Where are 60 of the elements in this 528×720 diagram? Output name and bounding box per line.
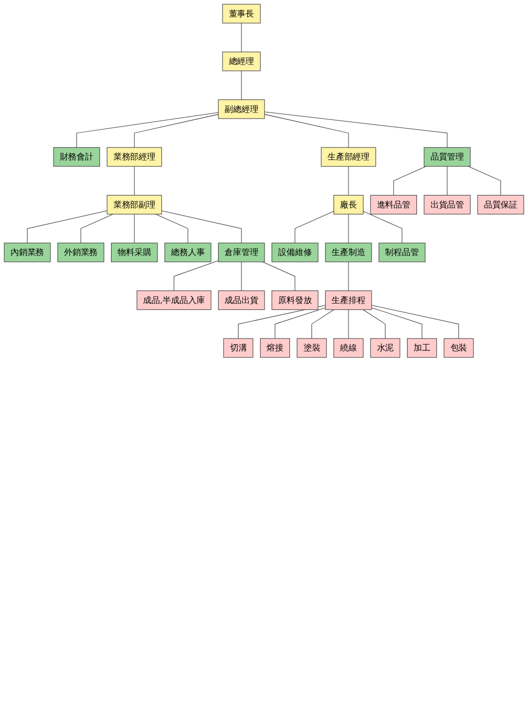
connector xyxy=(161,210,242,244)
node-box: 物料采購 xyxy=(111,242,158,262)
connector xyxy=(262,262,296,292)
node-box: 加工 xyxy=(407,338,437,358)
connector xyxy=(274,307,326,339)
connector xyxy=(80,214,114,244)
connector xyxy=(241,70,242,100)
node-box: 財務會計 xyxy=(53,147,100,167)
connector xyxy=(174,260,219,292)
connector xyxy=(371,304,459,339)
node-box: 內銷業務 xyxy=(4,242,51,262)
connector xyxy=(134,114,219,148)
connector xyxy=(264,114,349,148)
node-box: 業務部副理 xyxy=(106,194,162,214)
connector xyxy=(348,309,349,339)
connector xyxy=(446,166,448,196)
node-box: 廠長 xyxy=(334,194,364,214)
connector xyxy=(294,210,334,244)
node-box: 成品,半成品入庫 xyxy=(136,290,212,310)
node-box: 品質管理 xyxy=(424,147,471,167)
connector xyxy=(76,112,219,148)
node-box: 出貨品管 xyxy=(424,194,471,214)
node-box: 切溝 xyxy=(223,338,254,358)
node-box: 總務人事 xyxy=(164,242,212,262)
node-box: 倉庫管理 xyxy=(218,242,265,262)
node-box: 熔接 xyxy=(260,338,290,358)
connector xyxy=(264,112,448,148)
node-box: 生產排程 xyxy=(325,290,372,310)
connector xyxy=(468,166,501,196)
node-box: 生產制造 xyxy=(325,242,372,262)
node-box: 外銷業務 xyxy=(57,242,104,262)
connector xyxy=(348,214,349,244)
node-box: 水泥 xyxy=(370,338,400,358)
node-box: 成品出貨 xyxy=(218,290,265,310)
connector xyxy=(27,210,108,244)
node-box: 總經理 xyxy=(222,52,261,72)
node-box: 設備維修 xyxy=(272,242,318,262)
node-box: 進料品管 xyxy=(370,194,417,214)
connector xyxy=(134,214,135,244)
node-box: 原料發放 xyxy=(272,290,318,310)
node-box: 塗裝 xyxy=(296,338,327,358)
connector xyxy=(393,166,426,196)
connector xyxy=(362,309,386,339)
node-box: 業務部經理 xyxy=(106,147,162,167)
connector xyxy=(348,166,349,196)
node-box: 生產部經理 xyxy=(320,147,376,167)
connector xyxy=(362,210,402,244)
connector xyxy=(348,262,349,292)
connector xyxy=(134,166,135,196)
node-box: 副總經理 xyxy=(218,99,265,119)
node-box: 品質保証 xyxy=(477,194,524,214)
connector xyxy=(312,309,334,339)
node-box: 包裝 xyxy=(444,338,474,358)
node-box: 繞線 xyxy=(334,338,364,358)
connector xyxy=(241,22,242,52)
connector xyxy=(155,214,188,244)
node-box: 董事長 xyxy=(222,4,261,24)
connector xyxy=(241,262,242,292)
node-box: 制程品管 xyxy=(378,242,426,262)
connector xyxy=(371,307,422,339)
